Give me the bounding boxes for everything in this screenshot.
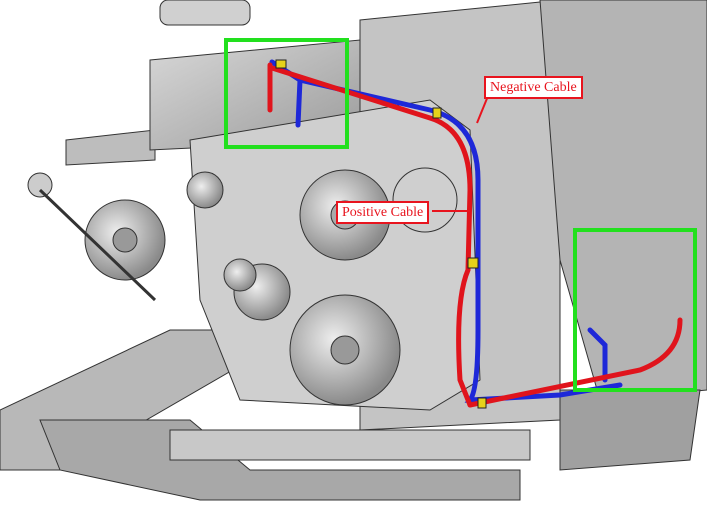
engine-frame	[0, 129, 531, 501]
negative-leader-line	[476, 95, 489, 124]
positive-cable-line	[267, 62, 683, 408]
cable-clamps	[275, 59, 487, 409]
negative-cable-callout: Negative Cable	[484, 76, 583, 99]
negative-cable-line	[269, 59, 623, 403]
highlight-box-top	[224, 38, 349, 149]
positive-cable-callout: Positive Cable	[336, 201, 430, 224]
engine-block	[149, 0, 707, 471]
highlight-box-right	[573, 228, 697, 392]
